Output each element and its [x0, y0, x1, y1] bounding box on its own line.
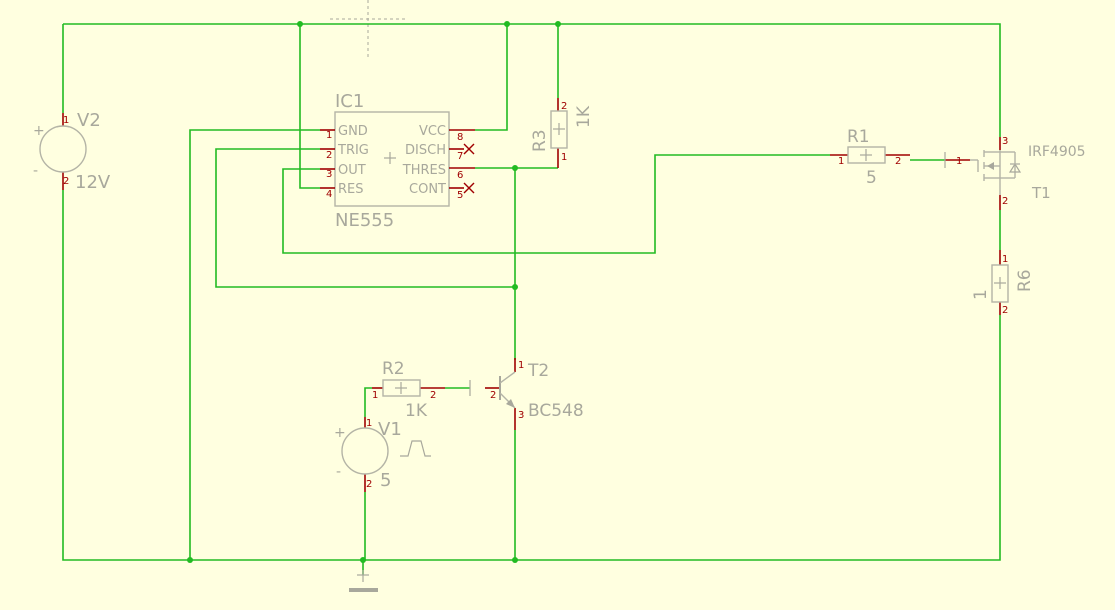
svg-text:5: 5 [457, 190, 463, 201]
wire-out-to-r1 [282, 154, 830, 254]
svg-text:1: 1 [838, 156, 844, 167]
svg-text:+: + [33, 123, 45, 139]
ic1-pin-res: RES [338, 182, 364, 197]
svg-text:-: - [336, 464, 341, 480]
svg-text:-: - [33, 163, 38, 179]
svg-text:2: 2 [1002, 196, 1008, 207]
r6-ref: R6 [1015, 269, 1035, 292]
r6-resistor[interactable]: 1 2 R6 1 [971, 250, 1035, 316]
svg-text:1: 1 [372, 390, 378, 401]
t2-ref: T2 [527, 361, 549, 381]
origin-crosshair [330, 0, 406, 58]
ic1-pin-gnd: GND [338, 124, 368, 139]
r3-ref: R3 [530, 129, 550, 152]
svg-text:1: 1 [1002, 254, 1008, 265]
ic1-value: NE555 [335, 210, 394, 231]
r1-value: 5 [866, 168, 877, 188]
t2-value: BC548 [528, 401, 584, 421]
ic1-pin-trig: TRIG [337, 143, 369, 158]
svg-text:2: 2 [63, 176, 69, 187]
svg-text:2: 2 [895, 156, 901, 167]
ic1-pin-disch: DISCH [405, 143, 446, 158]
r1-resistor[interactable]: 1 2 R1 5 [830, 127, 910, 188]
svg-text:3: 3 [326, 169, 332, 180]
svg-text:+: + [334, 425, 346, 441]
r2-resistor[interactable]: 1 2 R2 1K [372, 359, 445, 421]
v2-ref: V2 [77, 110, 101, 131]
ic1-ref: IC1 [335, 91, 364, 112]
ic1-pin-vcc: VCC [419, 124, 446, 139]
svg-text:3: 3 [518, 410, 524, 421]
wire-v1-r2 [364, 387, 372, 417]
v2-value: 12V [75, 172, 111, 193]
r6-value: 1 [971, 289, 991, 300]
svg-text:2: 2 [1002, 305, 1008, 316]
svg-text:1: 1 [561, 152, 567, 163]
v1-pulse-source[interactable]: 1 2 + - V1 5 [334, 417, 431, 492]
svg-text:1: 1 [518, 360, 524, 371]
nc-mark-cont [463, 182, 475, 194]
ic1-pin-cont: CONT [409, 182, 446, 197]
r2-value: 1K [405, 401, 428, 421]
wire-vcc-to-top [475, 24, 508, 131]
wire-v2-to-ground [62, 190, 1001, 561]
nc-mark-disch [463, 143, 475, 155]
wire-top-rail [63, 23, 1001, 137]
t1-value: IRF4905 [1028, 144, 1086, 160]
svg-text:1: 1 [63, 115, 69, 126]
svg-text:6: 6 [457, 170, 463, 181]
svg-text:3: 3 [1002, 136, 1008, 147]
r3-value: 1K [574, 105, 594, 128]
ic1-pin-out: OUT [338, 163, 366, 178]
svg-text:2: 2 [561, 101, 567, 112]
v2-dc-source[interactable]: 1 2 + - V2 12V [33, 110, 111, 193]
svg-text:1: 1 [366, 418, 372, 429]
r1-ref: R1 [847, 127, 870, 147]
ground-symbol[interactable] [349, 570, 378, 592]
svg-text:2: 2 [326, 150, 332, 161]
wire-res-to-top [299, 24, 320, 189]
ic1-ne555[interactable]: IC1 NE555 1 2 3 4 GND TRIG OUT RES 8 7 6… [320, 91, 475, 231]
svg-text:2: 2 [366, 479, 372, 490]
t2-npn-transistor[interactable]: 1 2 3 T2 BC548 [469, 358, 584, 430]
svg-text:1: 1 [956, 156, 962, 167]
svg-text:2: 2 [490, 390, 496, 401]
svg-text:2: 2 [430, 390, 436, 401]
t1-mosfet[interactable]: 1 2 3 IRF4905 T1 [944, 136, 1086, 210]
v1-value: 5 [380, 470, 391, 491]
wires [62, 23, 1001, 575]
v1-ref: V1 [378, 419, 402, 440]
svg-text:7: 7 [457, 151, 463, 162]
svg-text:8: 8 [457, 132, 463, 143]
t1-ref: T1 [1031, 184, 1051, 202]
junctions [187, 21, 561, 563]
r3-resistor[interactable]: 2 1 R3 1K [530, 98, 594, 168]
wire-trig-loop [215, 148, 515, 288]
r2-ref: R2 [382, 359, 405, 379]
svg-text:1: 1 [326, 130, 332, 141]
svg-text:4: 4 [326, 189, 332, 200]
ic1-pin-thres: THRES [402, 163, 446, 178]
wire-gnd-pin [189, 129, 320, 560]
